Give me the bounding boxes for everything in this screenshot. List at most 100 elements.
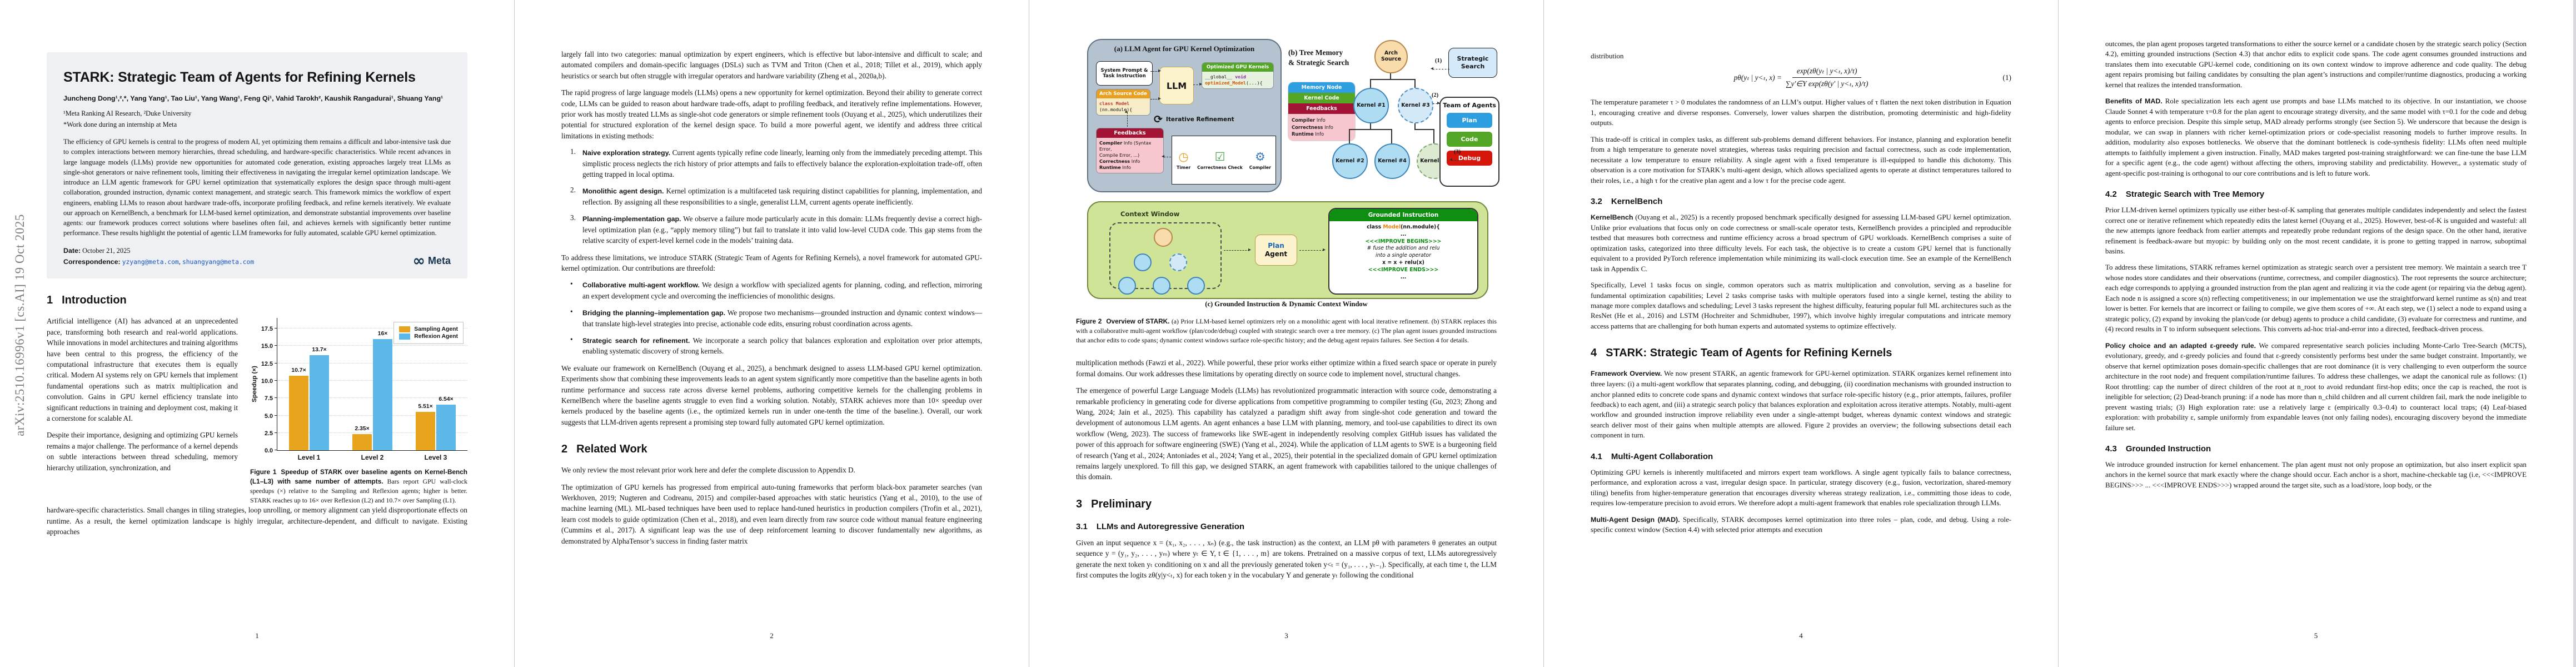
- footnote-line: *Work done during an internship at Meta: [63, 120, 177, 128]
- connector: [1150, 71, 1159, 72]
- paragraph: multiplication methods (Fawzi et al., 20…: [1076, 359, 1497, 378]
- tree-edge: [1391, 129, 1392, 143]
- paragraph: hardware-specific characteristics. Small…: [47, 506, 467, 536]
- correspondence-email[interactable]: shuangyang@meta.com: [182, 258, 255, 266]
- page-1: arXiv:2510.16996v1 [cs.AI] 19 Oct 2025 S…: [0, 0, 515, 667]
- cycle-icon: ⟳: [1154, 113, 1163, 126]
- paragraph: Optimizing GPU kernels is inherently mul…: [1591, 468, 2011, 507]
- tree-edge: [1349, 129, 1392, 130]
- optimized-kernels-box: Optimized GPU Kernels __global__ void op…: [1202, 62, 1274, 89]
- paragraph: The optimization of GPU kernels has prog…: [561, 482, 982, 545]
- arch-source-code-box: Arch Source Code class Model (nn.module)…: [1096, 89, 1150, 116]
- bar-group: 2.35×16×Level 2: [341, 318, 404, 461]
- numbered-item: 1. Naive exploration strategy. Current a…: [570, 147, 983, 179]
- paragraph: Multi-Agent Design (MAD). Specifically, …: [1591, 515, 2011, 534]
- mini-node: [1153, 277, 1170, 295]
- paragraph: Artificial intelligence (AI) has advance…: [47, 317, 238, 423]
- date-value: October 21, 2025: [82, 246, 131, 255]
- tree-edge: [1414, 121, 1416, 129]
- page-4: distribution pθ(yₜ | y<ₜ, x) = exp(zθ(yₜ…: [1544, 0, 2059, 667]
- paragraph: Policy choice and an adapted ε-greedy ru…: [2105, 341, 2527, 432]
- page-2: largely fall into two categories: manual…: [515, 0, 1029, 667]
- context-window-label: Context Window: [1120, 210, 1180, 218]
- paragraph: This trade-off is critical in complex ta…: [1591, 135, 2011, 185]
- tree-edge: [1370, 121, 1371, 129]
- debug-pill: Debug: [1447, 151, 1492, 166]
- paragraph: To address these limitations, STARK refr…: [2105, 263, 2527, 334]
- meta-logo: ∞ Meta: [412, 253, 451, 268]
- abstract-text: The efficiency of GPU kernels is central…: [63, 138, 451, 237]
- paragraph: To address these limitations, we introdu…: [561, 253, 982, 272]
- grounded-instruction-box: Grounded Instruction class Model(nn.modu…: [1328, 208, 1478, 295]
- tree-edge: [1390, 71, 1391, 79]
- paragraph: KernelBench (Ouyang et al., 2025) is a r…: [1591, 213, 2011, 273]
- tree-edge: [1370, 79, 1416, 80]
- bar: [352, 434, 372, 451]
- figure-2: (a) LLM Agent for GPU Kernel Optimizatio…: [1076, 31, 1499, 309]
- mini-node: [1169, 253, 1187, 271]
- kernel-node-4: Kernel #4: [1374, 143, 1410, 179]
- page-number: 1: [255, 631, 259, 640]
- step-arrow-2: [1433, 103, 1441, 104]
- arxiv-watermark: arXiv:2510.16996v1 [cs.AI] 19 Oct 2025: [13, 214, 27, 436]
- date-label: Date:: [63, 246, 81, 255]
- tree-edge: [1370, 79, 1371, 88]
- paragraph: Specifically, Level 1 tasks focus on sin…: [1591, 281, 2011, 330]
- page-number: 4: [1799, 631, 1803, 640]
- figure2-panel-a: (a) LLM Agent for GPU Kernel Optimizatio…: [1087, 39, 1282, 192]
- numbered-item: 3. Planning-implementation gap. We obser…: [570, 213, 983, 245]
- bar: [310, 355, 329, 451]
- connector: [1299, 250, 1324, 251]
- arch-source-node: Arch Source: [1374, 40, 1408, 73]
- equation-1: pθ(yₜ | y<ₜ, x) = exp(zθ(yₜ | y<ₜ, x)/τ)…: [1733, 67, 2011, 88]
- bar-group: 5.51×6.54×Level 3: [404, 318, 467, 461]
- correspondence-email[interactable]: yzyang@meta.com: [122, 258, 179, 266]
- mini-node: [1187, 277, 1205, 295]
- intro-left-column: Artificial intelligence (AI) has advance…: [47, 316, 238, 505]
- correctness-check-icon: ☑: [1214, 150, 1225, 163]
- paragraph: The emergence of powerful Large Language…: [1076, 386, 1497, 481]
- bullet-item: • Strategic search for refinement. We in…: [570, 335, 982, 356]
- paragraph: Despite their importance, designing and …: [47, 431, 238, 472]
- bar: [289, 376, 308, 451]
- timer-tool: ◷Timer: [1176, 150, 1191, 170]
- iterative-refinement-label: ⟳ Iterative Refinement: [1154, 113, 1234, 126]
- paragraph: The rapid progress of large language mod…: [561, 88, 982, 140]
- connector: [1127, 112, 1128, 127]
- paragraph: outcomes, the plan agent proposes target…: [2105, 40, 2527, 89]
- code-pill: Code: [1447, 132, 1492, 147]
- paragraph: Framework Overview. We now present STARK…: [1591, 370, 2011, 440]
- tree-edge: [1433, 129, 1434, 143]
- correspondence-label: Correspondence:: [63, 257, 121, 266]
- panel-c-title: (c) Grounded Instruction & Dynamic Conte…: [1205, 300, 1368, 308]
- mini-node: [1118, 277, 1136, 295]
- mini-root-node: [1154, 228, 1173, 247]
- llm-box: LLM: [1159, 67, 1194, 104]
- team-of-agents-box: Team of Agents Plan Code Debug: [1439, 97, 1499, 187]
- correctness-check-tool: ☑Correctness Check: [1197, 150, 1243, 170]
- kernel-node-3: Kernel #3: [1398, 88, 1433, 123]
- paragraph: We introduce grounded instruction for ke…: [2105, 460, 2527, 489]
- paragraph: The temperature parameter τ > 0 modulate…: [1591, 98, 2011, 127]
- bar-group: 10.7×13.7×Level 1: [277, 318, 341, 461]
- page-number: 2: [770, 631, 774, 640]
- affiliation-line: ¹Meta Ranking AI Research, ²Duke Univers…: [63, 109, 192, 118]
- strategic-search-box: Strategic Search: [1448, 48, 1497, 78]
- bar: [436, 405, 456, 451]
- paragraph: We only review the most relevant prior w…: [561, 466, 855, 475]
- connector: [1193, 84, 1201, 85]
- authors-line: Juncheng Dong¹,²,*, Yang Yang¹, Tao Liu¹…: [63, 94, 444, 103]
- panel-b-title: (b) Tree Memory & Strategic Search: [1288, 48, 1349, 67]
- tree-edge: [1414, 129, 1434, 130]
